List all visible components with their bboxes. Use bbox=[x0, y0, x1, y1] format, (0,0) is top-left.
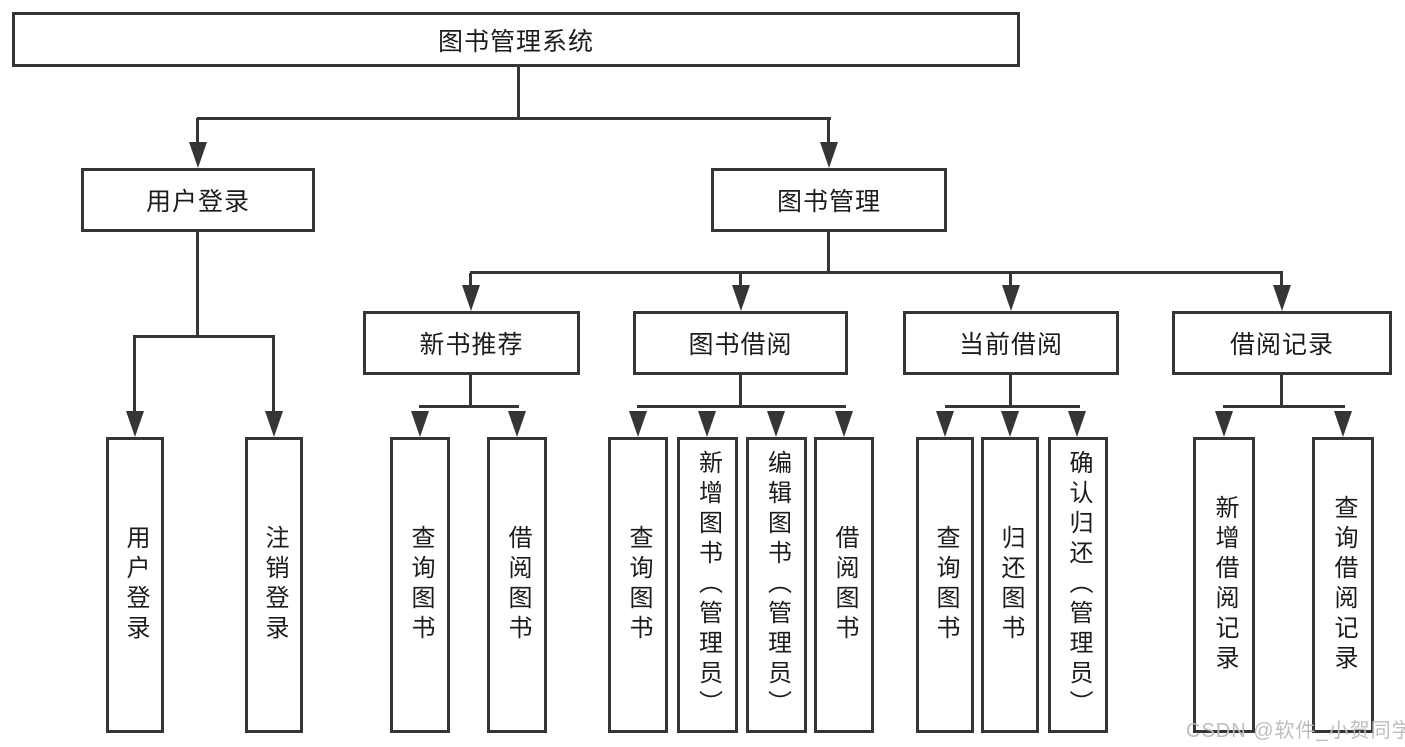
node-label: 确认归还（管理员） bbox=[1065, 450, 1092, 720]
arrow-down-icon bbox=[462, 285, 480, 311]
node-label: 图书管理系统 bbox=[437, 27, 594, 56]
node-label: 图书管理 bbox=[776, 188, 881, 216]
node-leaf-query-book: 查询图书 bbox=[390, 437, 450, 733]
connector-line bbox=[196, 232, 199, 337]
node-new-book-recommend: 新书推荐 bbox=[363, 311, 580, 375]
node-leaf-borrow-book: 借阅图书 bbox=[814, 437, 874, 733]
connector-line bbox=[739, 375, 742, 407]
arrow-down-icon bbox=[508, 411, 526, 437]
node-label: 查询图书 bbox=[407, 525, 434, 645]
arrow-down-icon bbox=[936, 411, 954, 437]
node-book-borrow: 图书借阅 bbox=[633, 311, 848, 375]
node-label: 新增借阅记录 bbox=[1211, 495, 1238, 675]
connector-line bbox=[637, 405, 846, 408]
node-leaf-add-borrow-record: 新增借阅记录 bbox=[1193, 437, 1255, 733]
node-label: 用户登录 bbox=[122, 525, 149, 645]
arrow-down-icon bbox=[835, 411, 853, 437]
connector-line bbox=[1280, 375, 1283, 407]
arrow-down-icon bbox=[411, 411, 429, 437]
connector-line bbox=[133, 337, 136, 414]
connector-line bbox=[470, 271, 1283, 274]
node-leaf-borrow-book: 借阅图书 bbox=[487, 437, 547, 733]
connector-line bbox=[827, 118, 830, 146]
node-label: 查询图书 bbox=[625, 525, 652, 645]
node-label: 归还图书 bbox=[997, 525, 1024, 645]
arrow-down-icon bbox=[1215, 411, 1233, 437]
arrow-down-icon bbox=[629, 411, 647, 437]
connector-line bbox=[827, 232, 830, 274]
arrow-down-icon bbox=[767, 411, 785, 437]
node-label: 用户登录 bbox=[145, 188, 250, 216]
node-current-borrow: 当前借阅 bbox=[903, 311, 1119, 375]
connector-line bbox=[197, 117, 831, 120]
node-label: 查询借阅记录 bbox=[1330, 495, 1357, 675]
node-library-system: 图书管理系统 bbox=[12, 12, 1020, 67]
arrow-down-icon bbox=[732, 285, 750, 311]
arrow-down-icon bbox=[1334, 411, 1352, 437]
arrow-down-icon bbox=[698, 411, 716, 437]
node-label: 借阅图书 bbox=[831, 525, 858, 645]
arrow-down-icon bbox=[1068, 411, 1086, 437]
node-borrow-record: 借阅记录 bbox=[1172, 311, 1392, 375]
connector-line bbox=[196, 118, 199, 146]
node-leaf-query-book: 查询图书 bbox=[608, 437, 668, 733]
node-label: 查询图书 bbox=[932, 525, 959, 645]
node-label: 借阅记录 bbox=[1229, 331, 1334, 359]
connector-line bbox=[469, 273, 472, 287]
connector-line bbox=[272, 337, 275, 414]
node-label: 注销登录 bbox=[261, 525, 288, 645]
connector-line bbox=[739, 273, 742, 287]
node-label: 图书借阅 bbox=[688, 331, 793, 359]
arrow-down-icon bbox=[1001, 411, 1019, 437]
connector-line bbox=[945, 405, 1080, 408]
node-label: 当前借阅 bbox=[958, 331, 1063, 359]
node-leaf-add-book-admin: 新增图书（管理员） bbox=[677, 437, 738, 733]
connector-line bbox=[1009, 375, 1012, 407]
connector-line bbox=[1223, 405, 1345, 408]
arrow-down-icon bbox=[1002, 285, 1020, 311]
node-leaf-confirm-return-admin: 确认归还（管理员） bbox=[1048, 437, 1108, 733]
arrow-down-icon bbox=[126, 411, 144, 437]
node-leaf-logout: 注销登录 bbox=[245, 437, 303, 733]
node-leaf-query-book: 查询图书 bbox=[916, 437, 974, 733]
node-leaf-edit-book-admin: 编辑图书（管理员） bbox=[746, 437, 807, 733]
node-leaf-user-login: 用户登录 bbox=[106, 437, 164, 733]
node-label: 新增图书（管理员） bbox=[694, 450, 722, 720]
connector-line bbox=[419, 405, 519, 408]
connector-line bbox=[133, 335, 275, 338]
node-label: 借阅图书 bbox=[504, 525, 531, 645]
node-user-login: 用户登录 bbox=[81, 168, 315, 232]
node-book-management: 图书管理 bbox=[711, 168, 947, 232]
arrow-down-icon bbox=[189, 142, 207, 168]
node-label: 新书推荐 bbox=[419, 331, 524, 359]
connector-line bbox=[517, 67, 520, 120]
connector-line bbox=[1009, 273, 1012, 287]
node-leaf-return-book: 归还图书 bbox=[981, 437, 1039, 733]
watermark: CSDN @软件_小贺同学 bbox=[1186, 720, 1405, 742]
arrow-down-icon bbox=[265, 411, 283, 437]
connector-line bbox=[469, 375, 472, 407]
arrow-down-icon bbox=[820, 142, 838, 168]
connector-line bbox=[1280, 273, 1283, 287]
arrow-down-icon bbox=[1273, 285, 1291, 311]
node-leaf-query-borrow-record: 查询借阅记录 bbox=[1312, 437, 1374, 733]
node-label: 编辑图书（管理员） bbox=[763, 450, 791, 720]
